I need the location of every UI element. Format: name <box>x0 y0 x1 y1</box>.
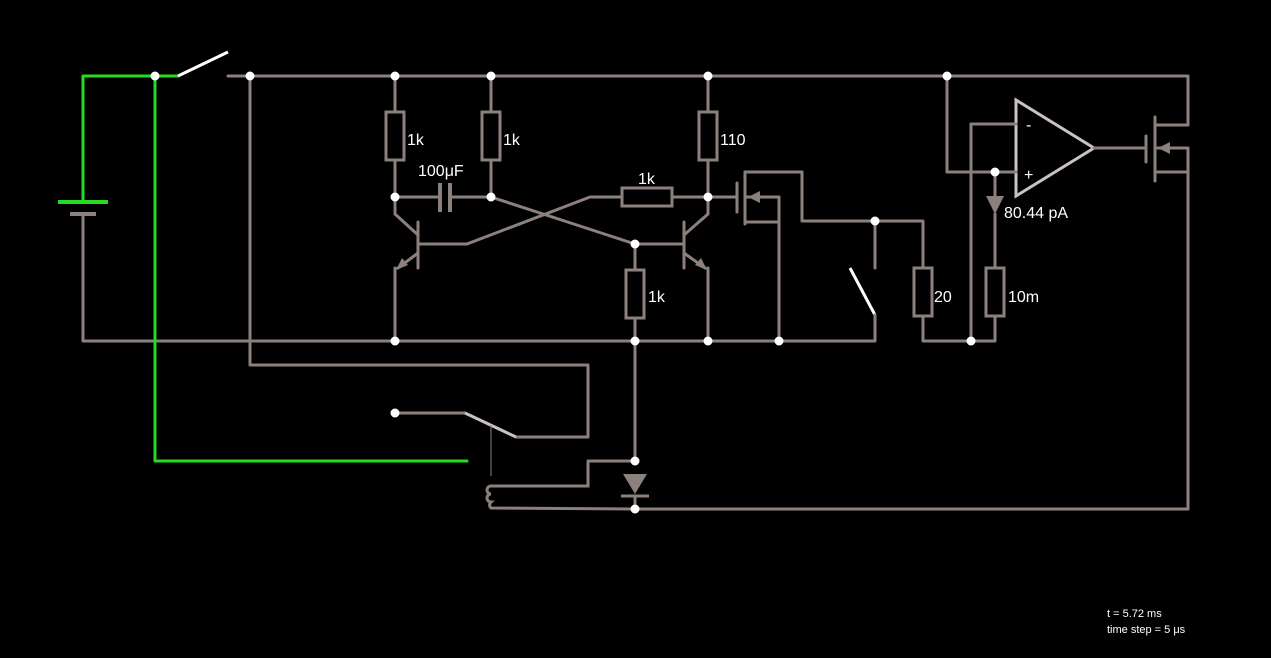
resistor-r2[interactable] <box>480 74 502 199</box>
r1-label: 1k <box>407 132 425 149</box>
capacitor-c1[interactable] <box>393 183 493 212</box>
r2-label: 1k <box>503 132 521 149</box>
relay[interactable] <box>393 411 636 511</box>
resistor-r5[interactable] <box>624 242 646 463</box>
circuit-nodes <box>150 71 1000 514</box>
resistor-r7[interactable] <box>984 266 1006 343</box>
power-switch[interactable] <box>153 50 1190 78</box>
transistor-q1[interactable] <box>393 212 469 343</box>
r5-label: 1k <box>648 289 666 306</box>
transistor-q2[interactable] <box>633 212 710 343</box>
c1-label: 100μF <box>418 163 464 180</box>
mosfet-m2[interactable] <box>1144 74 1190 511</box>
battery[interactable] <box>58 74 397 343</box>
cross-wire-a <box>465 195 624 246</box>
resistor-r1[interactable] <box>384 74 406 216</box>
r6-label: 20 <box>934 289 952 306</box>
current-readout: 80.44 pA <box>1004 205 1068 222</box>
timestep-readout: time step = 5 μs <box>1107 624 1186 636</box>
r7-label: 10m <box>1008 289 1039 306</box>
resistor-r6[interactable] <box>873 219 997 343</box>
r4-label: 1k <box>638 171 656 188</box>
time-readout: t = 5.72 ms <box>1107 608 1162 620</box>
relay-feed-wire <box>153 74 469 463</box>
resistor-r3[interactable] <box>697 74 719 216</box>
resistor-r4[interactable] <box>620 186 710 208</box>
mosfet-m1[interactable] <box>706 170 877 343</box>
opamp-plus: + <box>1024 167 1033 184</box>
opamp-minus: - <box>1026 117 1031 134</box>
cross-wire-b <box>489 195 637 246</box>
r3-label: 110 <box>720 132 746 149</box>
current-source[interactable] <box>986 170 1004 270</box>
switch-2[interactable] <box>848 219 877 343</box>
diode-d1[interactable] <box>586 459 1190 511</box>
relay-coil-feed-wire <box>248 74 590 439</box>
